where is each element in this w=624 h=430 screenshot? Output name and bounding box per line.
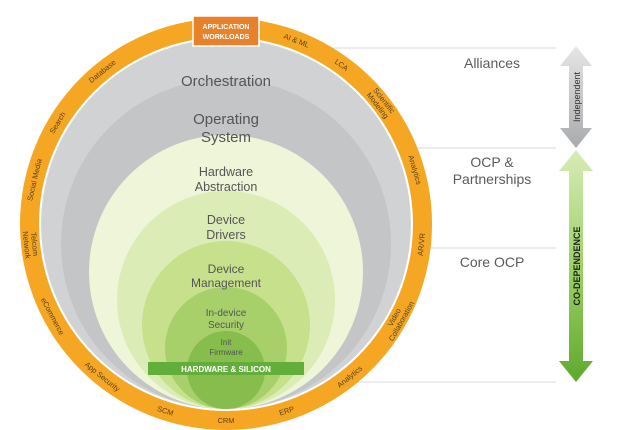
codependence-arrow: [559, 150, 593, 382]
tier-ocp-partnerships-2: Partnerships: [452, 171, 532, 187]
hardware-silicon-label: HARDWARE & SILICON: [181, 365, 271, 374]
label-device-management-1: Device: [208, 262, 245, 276]
hardware-silicon-band: [148, 362, 304, 375]
workload-label: CRM: [217, 416, 234, 425]
label-operating-system-1: Operating: [193, 111, 259, 128]
workload-label-line: AR/VR: [416, 232, 427, 256]
workload-label: AR/VR: [416, 232, 427, 256]
tier-alliances: Alliances: [463, 55, 521, 71]
workload-label-line: Telcom: [29, 232, 40, 257]
independent-arrow: [560, 46, 592, 148]
application-workloads-banner: [192, 15, 260, 47]
application-workloads-line1: APPLICATION: [203, 24, 250, 31]
label-operating-system-2: System: [201, 129, 251, 146]
independent-label: Independent: [572, 71, 582, 122]
label-in-device-security-1: In-device: [206, 308, 247, 319]
workload-label-line: CRM: [217, 416, 234, 425]
label-init-firmware-2: Firmware: [209, 348, 243, 357]
tier-core-ocp: Core OCP: [459, 254, 525, 270]
label-hardware-abstraction-1: Hardware: [199, 165, 253, 179]
label-device-management-2: Management: [191, 276, 262, 290]
application-workloads-line2: WORKLOADS: [203, 34, 250, 41]
workload-label: TelcomNetwork: [21, 230, 41, 259]
label-device-drivers-1: Device: [207, 213, 245, 227]
label-in-device-security-2: Security: [208, 320, 244, 331]
label-orchestration: Orchestration: [181, 73, 271, 90]
codependence-label: CO-DEPENDENCE: [572, 226, 582, 305]
label-hardware-abstraction-2: Abstraction: [195, 180, 258, 194]
label-init-firmware-1: Init: [221, 338, 232, 347]
label-device-drivers-2: Drivers: [206, 228, 246, 242]
layer-stack: [41, 39, 411, 409]
workload-label-line: Network: [21, 231, 33, 260]
tier-ocp-partnerships-1: OCP &: [470, 154, 514, 170]
